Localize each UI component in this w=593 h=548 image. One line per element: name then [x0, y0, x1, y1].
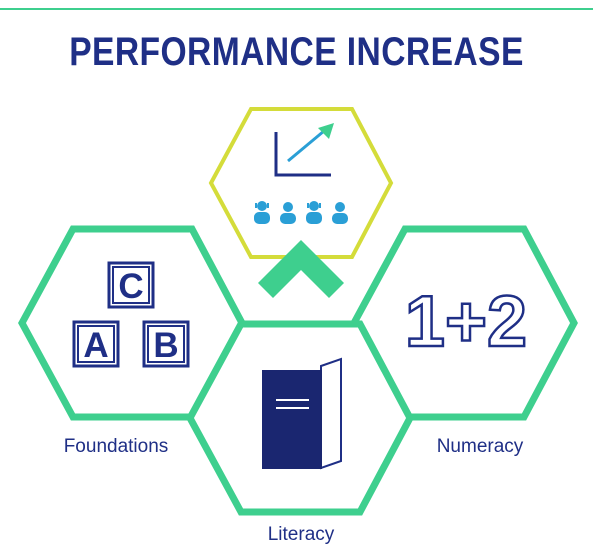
block-c-letter: C: [118, 267, 143, 306]
top-divider: [0, 8, 593, 10]
numeracy-hexagon: 1+2 Numeracy: [350, 225, 578, 457]
block-b-letter: B: [153, 326, 178, 365]
foundations-hexagon: C A B Foundations: [18, 225, 246, 457]
performance-hexagon-border: [208, 107, 394, 259]
students-icon: [254, 201, 348, 224]
chart-arrow-icon: [274, 123, 334, 177]
book-icon: [262, 357, 342, 470]
abc-blocks-icon: C A B: [72, 261, 190, 368]
page-title: PERFORMANCE INCREASE: [69, 30, 524, 74]
literacy-label: Literacy: [268, 524, 335, 545]
literacy-hexagon: Literacy: [186, 320, 414, 545]
block-a-letter: A: [83, 326, 108, 365]
performance-hexagon: [208, 107, 394, 259]
numeracy-label: Numeracy: [437, 436, 524, 457]
chevron-up-icon: [258, 240, 344, 298]
one-plus-two-icon: 1+2: [405, 282, 527, 362]
foundations-label: Foundations: [64, 436, 169, 457]
